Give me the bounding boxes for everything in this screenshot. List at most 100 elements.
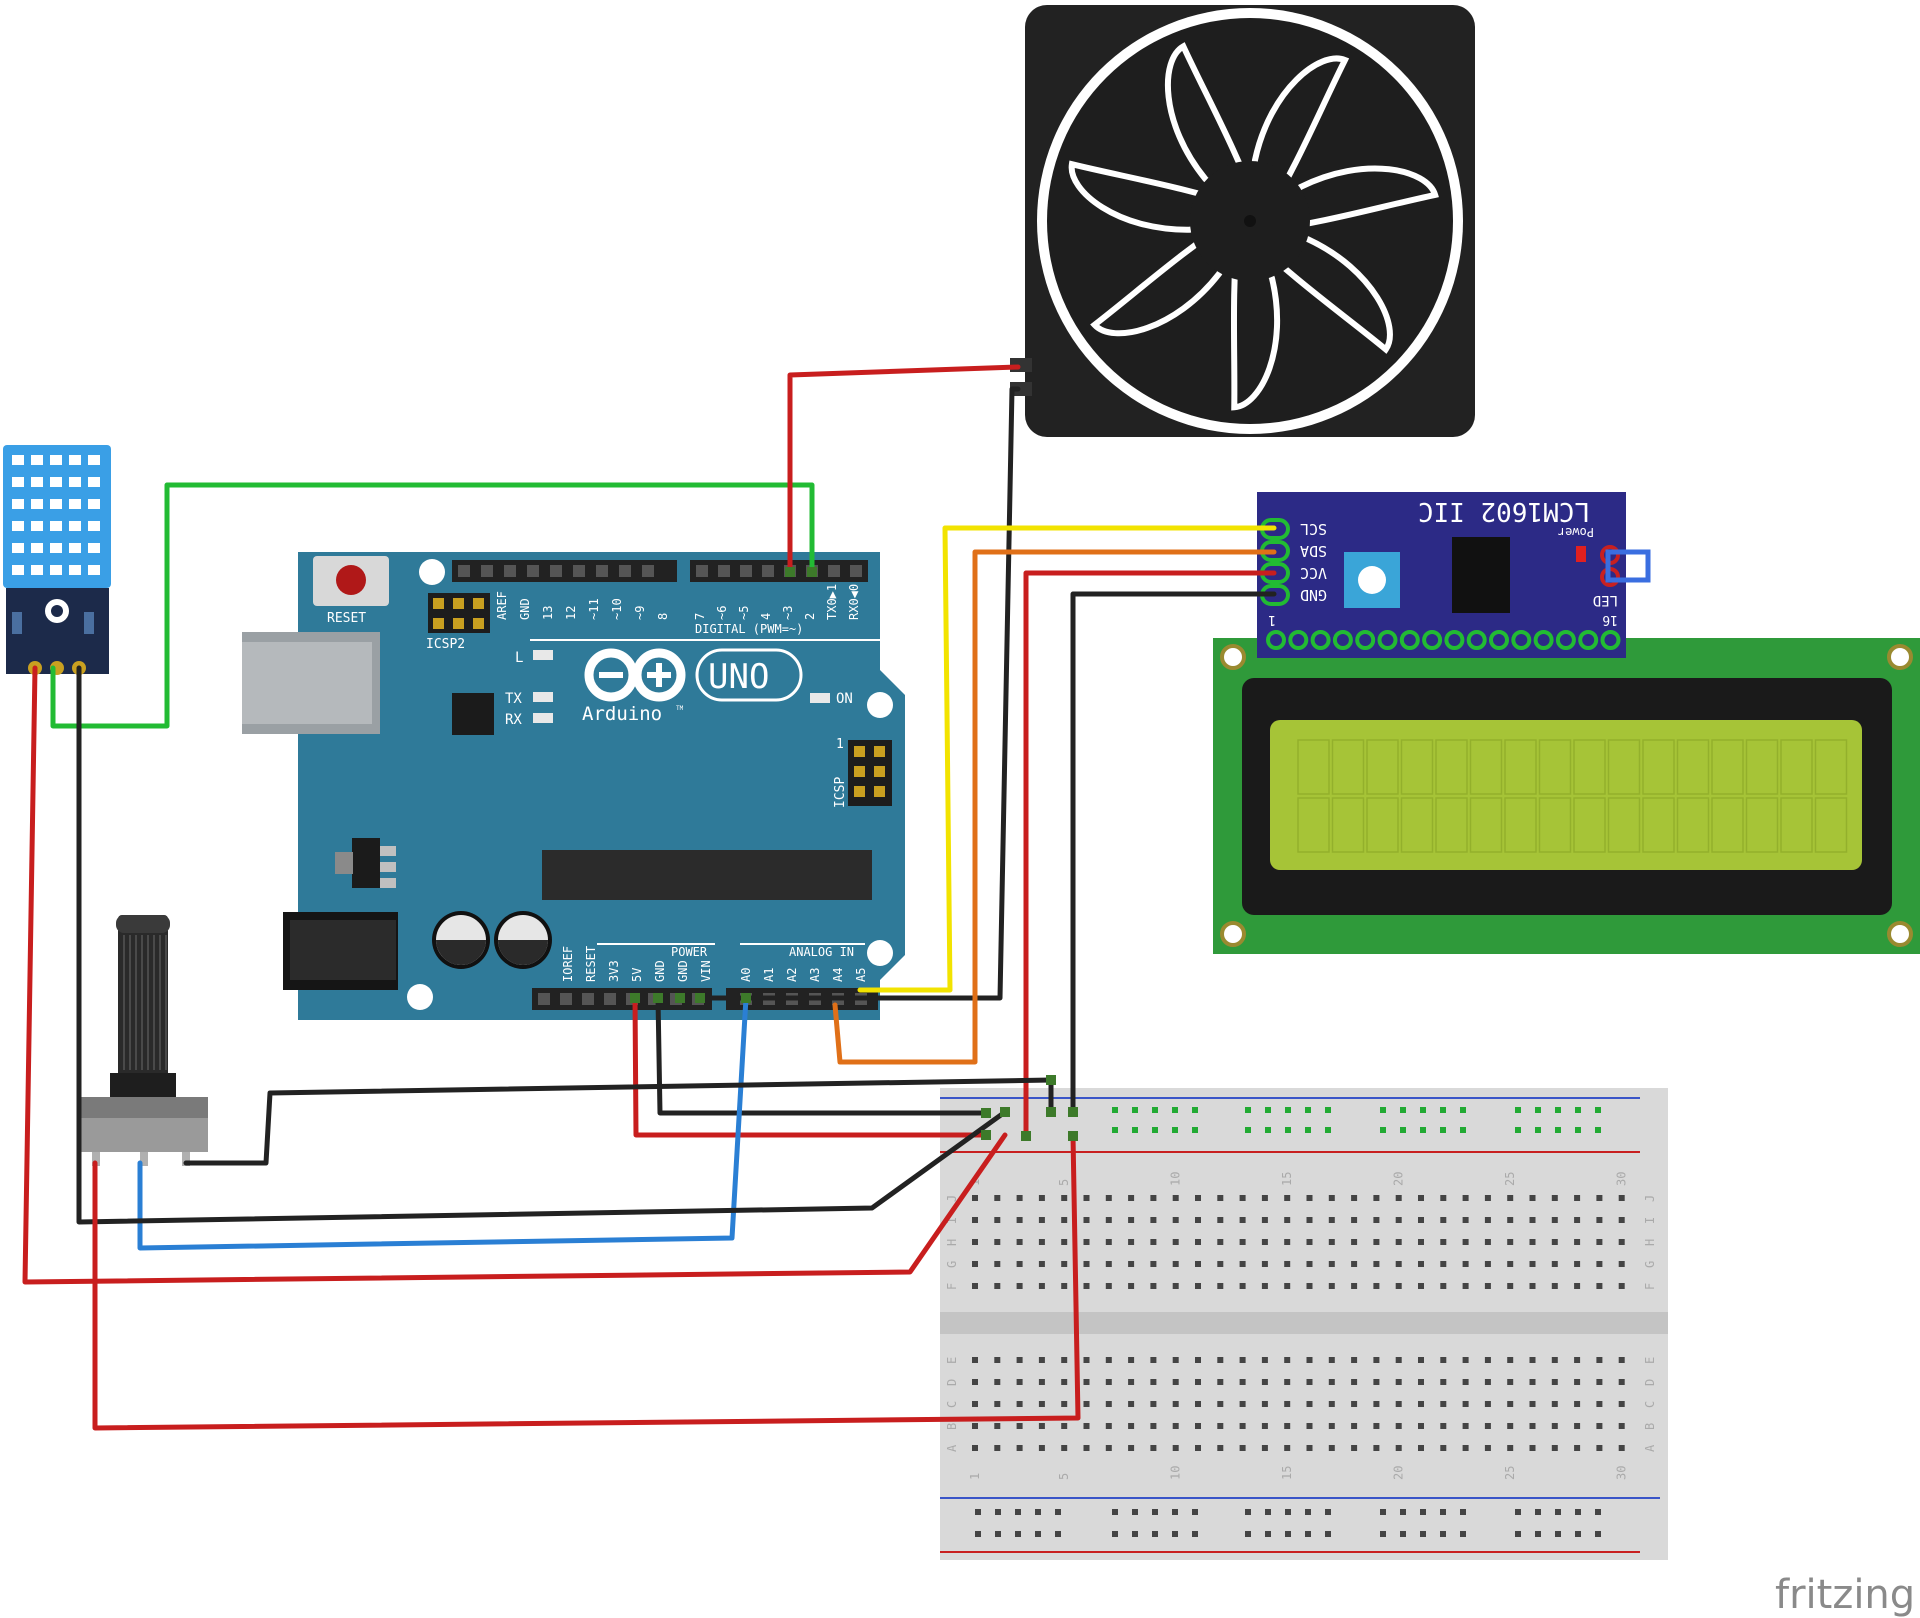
header-pin [504,565,516,577]
bb-hole [1418,1423,1424,1429]
bb-hole [1574,1239,1581,1245]
bb-hole [1128,1357,1135,1363]
bb-row-letter: J [1643,1195,1657,1202]
bb-hole [1328,1261,1335,1267]
bb-row-letter: E [1643,1357,1657,1364]
bb-hole [1529,1401,1536,1407]
lcd-cell [1745,739,1779,795]
power-pin-label: GND [676,960,690,982]
analog-pin-label: A1 [762,968,776,982]
rail-hole [1245,1509,1251,1515]
bb-column-number: 10 [1169,1466,1183,1480]
bb-hole [1195,1217,1201,1223]
bb-hole [1596,1445,1603,1451]
bb-hole [1061,1401,1068,1407]
bb-hole [1618,1283,1625,1289]
rail-hole [1265,1127,1271,1133]
bb-hole [1529,1357,1536,1363]
arduino-brand: Arduino [582,703,662,725]
rail-hole [1112,1531,1118,1537]
bb-hole [994,1445,1001,1451]
dht-vent [88,521,100,531]
bb-hole [972,1239,978,1245]
bb-hole [1507,1217,1514,1223]
icsp2-pin [453,598,464,609]
rail-hole [1555,1107,1561,1113]
bb-hole [1551,1195,1558,1201]
bb-hole [1105,1401,1112,1407]
bb-hole [1574,1261,1581,1267]
header-pin [642,565,654,577]
bb-hole [1306,1357,1313,1363]
bb-row-letter: D [1643,1379,1657,1386]
analog-pin-label: A3 [808,968,822,982]
rail-hole [1172,1531,1178,1537]
rail-hole [1420,1531,1426,1537]
bb-hole [1574,1401,1581,1407]
rail-hole [1285,1107,1291,1113]
icsp-pin [874,766,885,777]
icsp2-pin [473,598,484,609]
rail-hole [1152,1509,1158,1515]
rail-hole [1535,1107,1541,1113]
rail-hole [975,1531,981,1537]
bb-hole [1239,1357,1246,1363]
wire-lcd-vcc [1023,570,1277,1139]
digital-pin-label: ~6 [715,606,729,620]
digital-pin-label: 7 [693,613,707,620]
bb-hole [1395,1445,1402,1451]
rail-hole [1555,1127,1561,1133]
bb-hole [1529,1423,1536,1429]
bb-hole [1440,1357,1447,1363]
header-pin [538,993,550,1005]
i2c-pin-label: SCL [1300,520,1327,538]
dht-vent [31,521,43,531]
bb-hole [1440,1261,1447,1267]
dht-vent [69,565,81,575]
bb-hole [1172,1217,1179,1223]
bb-hole [1618,1401,1625,1407]
icsp2-pin [433,598,444,609]
rail-hole [1460,1127,1466,1133]
bb-hole [1083,1423,1090,1429]
dht-vent [12,477,24,487]
bb-hole [1105,1195,1112,1201]
arduino-uno-board [242,552,905,1020]
lcd-cell [1814,797,1848,853]
bb-hole [1484,1239,1491,1245]
power-pin-label: GND [653,960,667,982]
rail-hole [1265,1509,1271,1515]
bb-hole [1440,1401,1447,1407]
dht-vent [88,499,100,509]
bb-hole [1128,1445,1135,1451]
bb-hole [1038,1445,1045,1451]
i2c-bottom-pin [1355,630,1376,650]
bb-hole [1038,1357,1045,1363]
bb-hole [1105,1239,1112,1245]
wire-fan-ground [697,386,1021,1001]
bb-hole [1351,1239,1358,1245]
bb-hole [1261,1195,1268,1201]
analog-pin-label: A4 [831,968,845,982]
bb-hole [1418,1283,1424,1289]
analog-pin-label: A5 [854,968,868,982]
bb-hole [1150,1445,1157,1451]
bb-hole [1351,1283,1358,1289]
bb-column-number: 10 [1169,1172,1183,1186]
lcd-cell [1504,739,1537,795]
breadboard-holes [972,1195,1625,1451]
rail-hole [1265,1107,1271,1113]
dht-vent [12,543,24,553]
bb-hole [1217,1379,1224,1385]
digital-pin-label: TX0▶1 [825,584,839,620]
bb-hole [972,1283,978,1289]
bb-hole [1150,1401,1157,1407]
bb-hole [1150,1423,1157,1429]
bb-hole [1217,1423,1224,1429]
bb-hole [1418,1261,1424,1267]
bb-hole [1061,1357,1068,1363]
icsp2-pin [473,618,484,629]
i2c-led-label: LED [1593,592,1618,608]
bb-hole [1618,1261,1625,1267]
i2c-pin-label: GND [1300,586,1327,604]
